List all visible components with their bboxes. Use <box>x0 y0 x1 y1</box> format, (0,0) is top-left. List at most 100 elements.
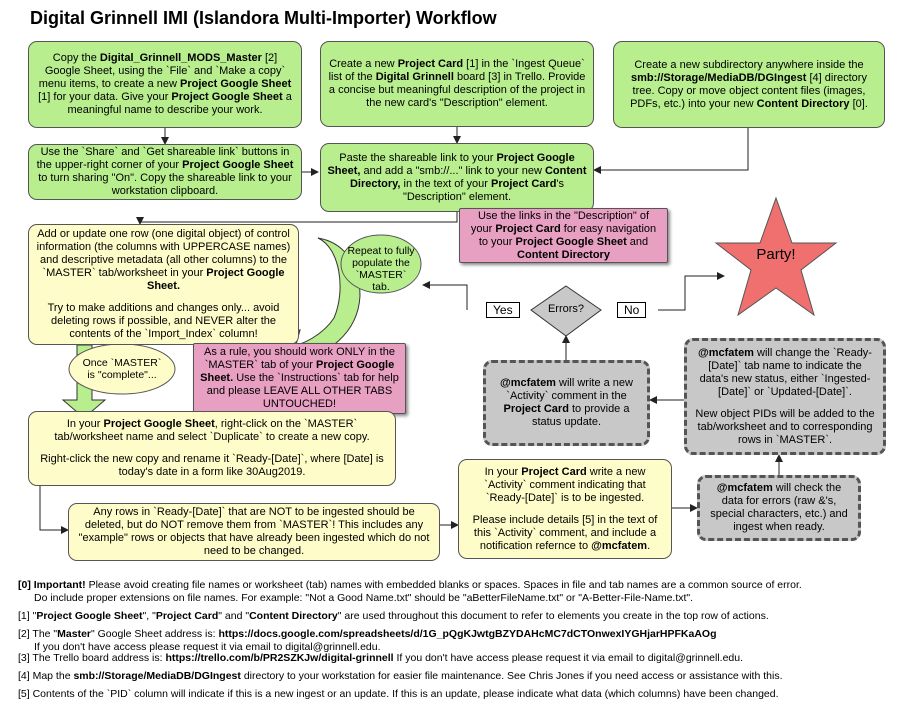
bold-segment: smb://Storage/MediaDB/DGIngest <box>73 670 241 682</box>
text-segment: will check the data for errors (raw &'s,… <box>710 482 848 533</box>
bold-segment: Content Directory, <box>349 164 587 190</box>
text-segment: Try to make additions and changes only..… <box>47 302 280 340</box>
decision-no-label: No <box>617 302 647 318</box>
text-segment: In your <box>484 465 522 478</box>
errors-decision-diamond <box>530 285 602 337</box>
text-segment: Use the links in the "Description" of yo… <box>470 209 650 235</box>
paragraph-gap <box>693 399 877 408</box>
text-segment: Right-click the new copy and rename it `… <box>40 453 384 478</box>
text-segment: will write a new `Activity` comment in t… <box>506 377 633 402</box>
share-link-step: Use the `Share` and `Get shareable link`… <box>28 144 302 200</box>
arrow-paste-to-add <box>136 212 458 225</box>
rule-note: As a rule, you should work ONLY in the `… <box>193 343 406 414</box>
bold-segment: Content Directory <box>249 610 338 622</box>
indented-line: Do include proper extensions on file nam… <box>34 592 694 604</box>
text-segment: Add or update one row (one digital objec… <box>36 228 291 279</box>
text-segment: to provide a status update. <box>531 403 630 428</box>
text-segment: a meaningful name to describe your work. <box>67 91 292 116</box>
text-segment: " are used throughout this document to r… <box>337 610 769 622</box>
bold-segment: Project Google Sheet. <box>200 359 395 384</box>
text-segment: , right-click on the `MASTER` tab/worksh… <box>54 418 370 443</box>
text-segment: [3] The Trello board address is: <box>18 652 166 664</box>
bold-segment: Project Card <box>521 465 587 478</box>
decision-yes-label: Yes <box>486 302 520 318</box>
bold-segment: Digital Grinnell <box>375 71 454 83</box>
bold-segment: Master <box>57 628 91 640</box>
paste-link-step: Paste the shareable link to your Project… <box>320 143 594 212</box>
text-segment: [4] Map the <box>18 670 74 682</box>
text-segment: will change the `Ready-[Date]` tab name … <box>699 346 872 398</box>
footnote-5: [5] Contents of the `PID` column will in… <box>18 688 779 701</box>
text-segment: As a rule, you should work ONLY in the `… <box>204 346 395 371</box>
text-segment: directory to your workstation for easier… <box>240 670 783 682</box>
text-segment: [1] in the `Ingest Queue` list of the <box>328 58 585 83</box>
text-segment: for easy navigation to your <box>478 222 657 248</box>
bold-segment: [0] Important! <box>18 579 86 591</box>
text-segment: [5] Contents of the `PID` column will in… <box>18 688 779 700</box>
text-segment: [2] Google Sheet, using the `File` and `… <box>38 52 286 90</box>
bold-segment: smb://Storage/MediaDB/DGIngest <box>631 71 807 84</box>
text-segment: Use the `Share` and `Get shareable link`… <box>36 146 290 171</box>
text-segment: [1] for your data. Give your <box>38 91 172 103</box>
paragraph-gap <box>35 293 292 302</box>
text-segment: and add a "smb://..." link to your new <box>360 164 545 177</box>
repeat-label: Repeat to fully populate the `MASTER` ta… <box>347 245 415 293</box>
text-segment: " and " <box>218 610 250 622</box>
arrow-subdir-to-paste <box>593 128 749 174</box>
text-segment: Create a new subdirectory anywhere insid… <box>634 58 864 71</box>
text-segment: In your <box>66 418 104 430</box>
bold-segment: Digital_Grinnell_MODS_Master <box>99 52 262 64</box>
text-segment: in the text of your <box>400 177 491 190</box>
bold-segment: Project Card <box>503 403 569 415</box>
text-segment: Any rows in `Ready-[Date]` that are NOT … <box>78 506 430 557</box>
footnote-1: [1] "Project Google Sheet", "Project Car… <box>18 610 769 623</box>
decision-errors-label: Errors? <box>547 303 585 315</box>
text-segment: 's "Description" element. <box>402 177 565 203</box>
text-segment: ", " <box>142 610 156 622</box>
footnote-0: [0] Important! Please avoid creating fil… <box>18 579 802 605</box>
bold-segment: @mcfatem <box>698 346 754 359</box>
text-segment: Repeat to fully populate the `MASTER` ta… <box>347 245 415 293</box>
duplicate-tab-step: In your Project Google Sheet, right-clic… <box>28 411 396 486</box>
bold-segment: Project Google Sheet. <box>146 267 285 292</box>
text-segment: If you don't have access please request … <box>393 652 744 664</box>
bold-segment: @mcfatem <box>591 539 648 552</box>
text-segment: Copy the <box>52 52 100 64</box>
create-project-card-step: Create a new Project Card [1] in the `In… <box>320 41 594 127</box>
mcfatem-check-step: @mcfatem will check the data for errors … <box>697 475 861 541</box>
bold-segment: Project Google Sheet <box>171 91 283 103</box>
bold-segment: @mcfatem <box>716 482 773 494</box>
text-segment: to turn sharing "On". Copy the shareable… <box>38 172 292 197</box>
bold-segment: Content Directory <box>756 97 850 110</box>
text-segment: Please include details [5] in the text o… <box>472 513 658 552</box>
text-segment: [1] " <box>18 610 37 622</box>
card-comment-step: In your Project Card write a new `Activi… <box>458 459 672 559</box>
create-subdirectory-step: Create a new subdirectory anywhere insid… <box>613 41 885 128</box>
paragraph-gap <box>465 505 665 514</box>
bold-segment: Project Google Sheet <box>36 610 143 622</box>
copy-master-sheet-step: Copy the Digital_Grinnell_MODS_Master [2… <box>28 41 302 128</box>
text-segment: [0]. <box>849 97 868 110</box>
text-segment: " Google Sheet address is: <box>91 628 219 640</box>
text-segment: board [3] in Trello. Provide a concise b… <box>328 71 586 109</box>
mcfatem-comment-step: @mcfatem will write a new `Activity` com… <box>483 360 650 446</box>
bold-segment: https://trello.com/b/PR2SZKJw/digital-gr… <box>165 652 394 664</box>
bold-segment: https://docs.google.com/spreadsheets/d/1… <box>218 628 717 640</box>
once-master-label: Once `MASTER` is "complete"... <box>78 357 166 381</box>
mcfatem-change-step: @mcfatem will change the `Ready-[Date]` … <box>684 338 886 455</box>
text-segment: New object PIDs will be added to the tab… <box>695 407 875 446</box>
bold-segment: Project Card <box>491 177 557 190</box>
indented-line: If you don't have access please request … <box>34 641 381 653</box>
party-label: Party! <box>756 246 796 263</box>
bold-segment: Project Google Sheet <box>103 418 215 430</box>
text-segment: [4] directory tree. Copy or move object … <box>630 71 867 110</box>
arrow-no-to-party <box>658 272 725 311</box>
text-segment: Once `MASTER` is "complete"... <box>82 357 162 381</box>
repeat-ellipse <box>340 234 422 294</box>
links-note: Use the links in the "Description" of yo… <box>459 208 668 263</box>
bold-segment: Project Google Sheet <box>179 78 292 90</box>
remove-rows-step: Any rows in `Ready-[Date]` that are NOT … <box>68 503 440 561</box>
bold-segment: Project Card <box>397 58 464 70</box>
page-title: Digital Grinnell IMI (Islandora Multi-Im… <box>30 8 497 28</box>
paragraph-gap <box>35 444 389 453</box>
